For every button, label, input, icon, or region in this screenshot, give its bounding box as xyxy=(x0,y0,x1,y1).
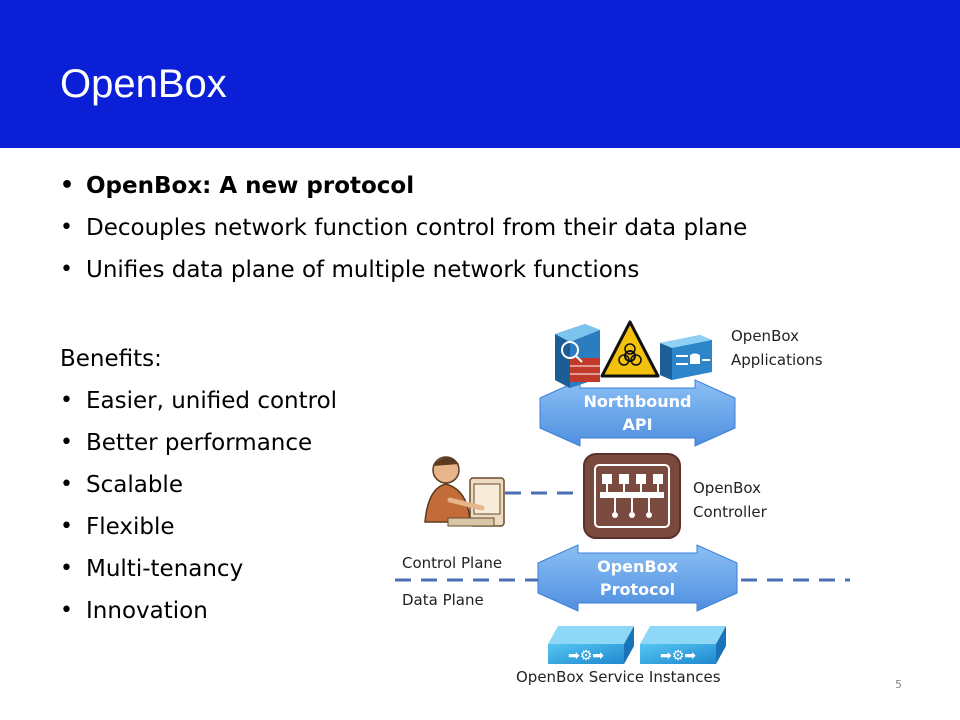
service-instance-icon: ➡⚙➡ xyxy=(548,626,634,664)
svg-text:➡⚙➡: ➡⚙➡ xyxy=(568,648,604,664)
data-plane-label: Data Plane xyxy=(402,591,484,609)
benefit-item: Multi-tenancy xyxy=(60,548,337,590)
bullet-item: Decouples network function control from … xyxy=(60,207,747,249)
controller-label: OpenBox Controller xyxy=(693,476,767,524)
slide-title: OpenBox xyxy=(60,62,227,106)
openbox-protocol-arrow xyxy=(537,544,738,612)
northbound-api-line1: Northbound xyxy=(583,392,692,411)
northbound-api-arrow xyxy=(539,379,736,447)
applications-label-line1: OpenBox xyxy=(731,327,799,345)
protocol-line2: Protocol xyxy=(599,580,676,599)
controller-switch-icon xyxy=(583,453,681,539)
service-instance-icon: ➡⚙➡ xyxy=(640,626,726,664)
openbox-protocol-label: OpenBox Protocol xyxy=(578,555,697,601)
applications-label: OpenBox Applications xyxy=(731,324,823,372)
database-router-icon xyxy=(660,335,712,380)
biohazard-warning-icon xyxy=(600,320,660,378)
firewall-icon xyxy=(555,324,600,388)
bullet-item: Unifies data plane of multiple network f… xyxy=(60,249,747,291)
benefit-item: Scalable xyxy=(60,464,337,506)
controller-label-line1: OpenBox xyxy=(693,479,761,497)
benefit-item: Flexible xyxy=(60,506,337,548)
title-bar: OpenBox xyxy=(0,0,960,148)
svg-text:➡⚙➡: ➡⚙➡ xyxy=(660,648,696,664)
benefits-list: Easier, unified control Better performan… xyxy=(60,380,337,632)
controller-label-line2: Controller xyxy=(693,503,767,521)
applications-label-line2: Applications xyxy=(731,351,823,369)
northbound-api-line2: API xyxy=(622,415,653,434)
bullet-item: OpenBox: A new protocol xyxy=(60,165,747,207)
northbound-api-label: Northbound API xyxy=(580,390,695,436)
benefit-item: Innovation xyxy=(60,590,337,632)
page-number: 5 xyxy=(895,678,902,691)
protocol-line1: OpenBox xyxy=(597,557,678,576)
user-at-computer-icon xyxy=(424,456,505,527)
control-plane-label: Control Plane xyxy=(402,554,503,572)
benefits-heading: Benefits: xyxy=(60,346,162,372)
benefit-item: Easier, unified control xyxy=(60,380,337,422)
service-instances-label: OpenBox Service Instances xyxy=(516,668,721,686)
intro-bullets: OpenBox: A new protocol Decouples networ… xyxy=(60,165,747,291)
benefit-item: Better performance xyxy=(60,422,337,464)
